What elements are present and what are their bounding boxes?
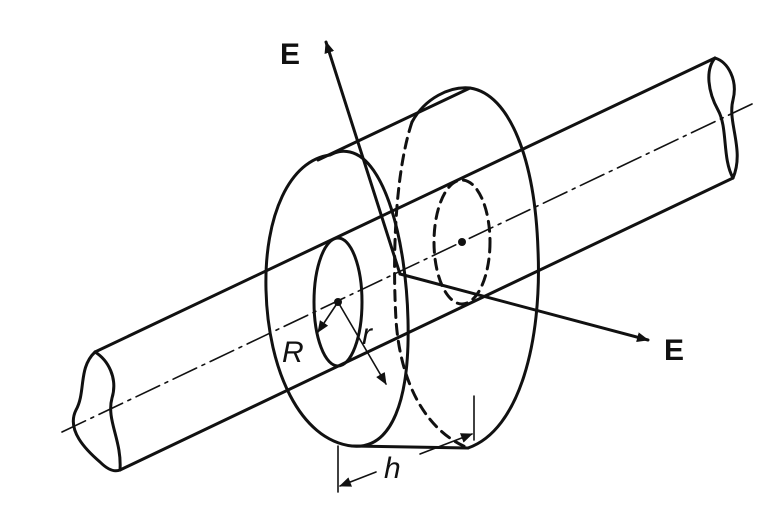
wire-front-section: [312, 236, 364, 368]
wire-upper-edge: [93, 56, 717, 354]
length-dimension: [337, 395, 475, 493]
cylinder-front-face: [264, 149, 410, 448]
field-vector-up: [324, 40, 402, 276]
wire-lower-edge: [118, 176, 735, 472]
wire-right-end: [707, 56, 739, 180]
surface-radius-arrow: [337, 301, 387, 385]
label-field-top: E: [280, 38, 300, 71]
dim-line-left: [339, 471, 377, 487]
cylinder-bottom-line: [350, 444, 470, 450]
cylinder-back-face-hidden: [393, 120, 470, 450]
gaussian-cylinder: [264, 86, 540, 450]
dim-line-right: [419, 433, 473, 455]
wire-axis: [61, 103, 753, 433]
back-center-dot: [458, 238, 466, 246]
charged-wire: [71, 56, 739, 473]
field-vector-right: [398, 272, 650, 343]
cylinder-top-line: [316, 86, 472, 162]
label-field-right: E: [664, 334, 684, 367]
label-length: h: [384, 452, 401, 485]
wire-radius-arrow: [317, 301, 339, 333]
cylinder-back-face-visible: [410, 86, 540, 450]
label-surface-radius: r: [362, 318, 373, 351]
wire-left-end: [71, 350, 122, 473]
wire-back-section: [432, 178, 492, 306]
label-wire-radius: R: [282, 336, 304, 369]
